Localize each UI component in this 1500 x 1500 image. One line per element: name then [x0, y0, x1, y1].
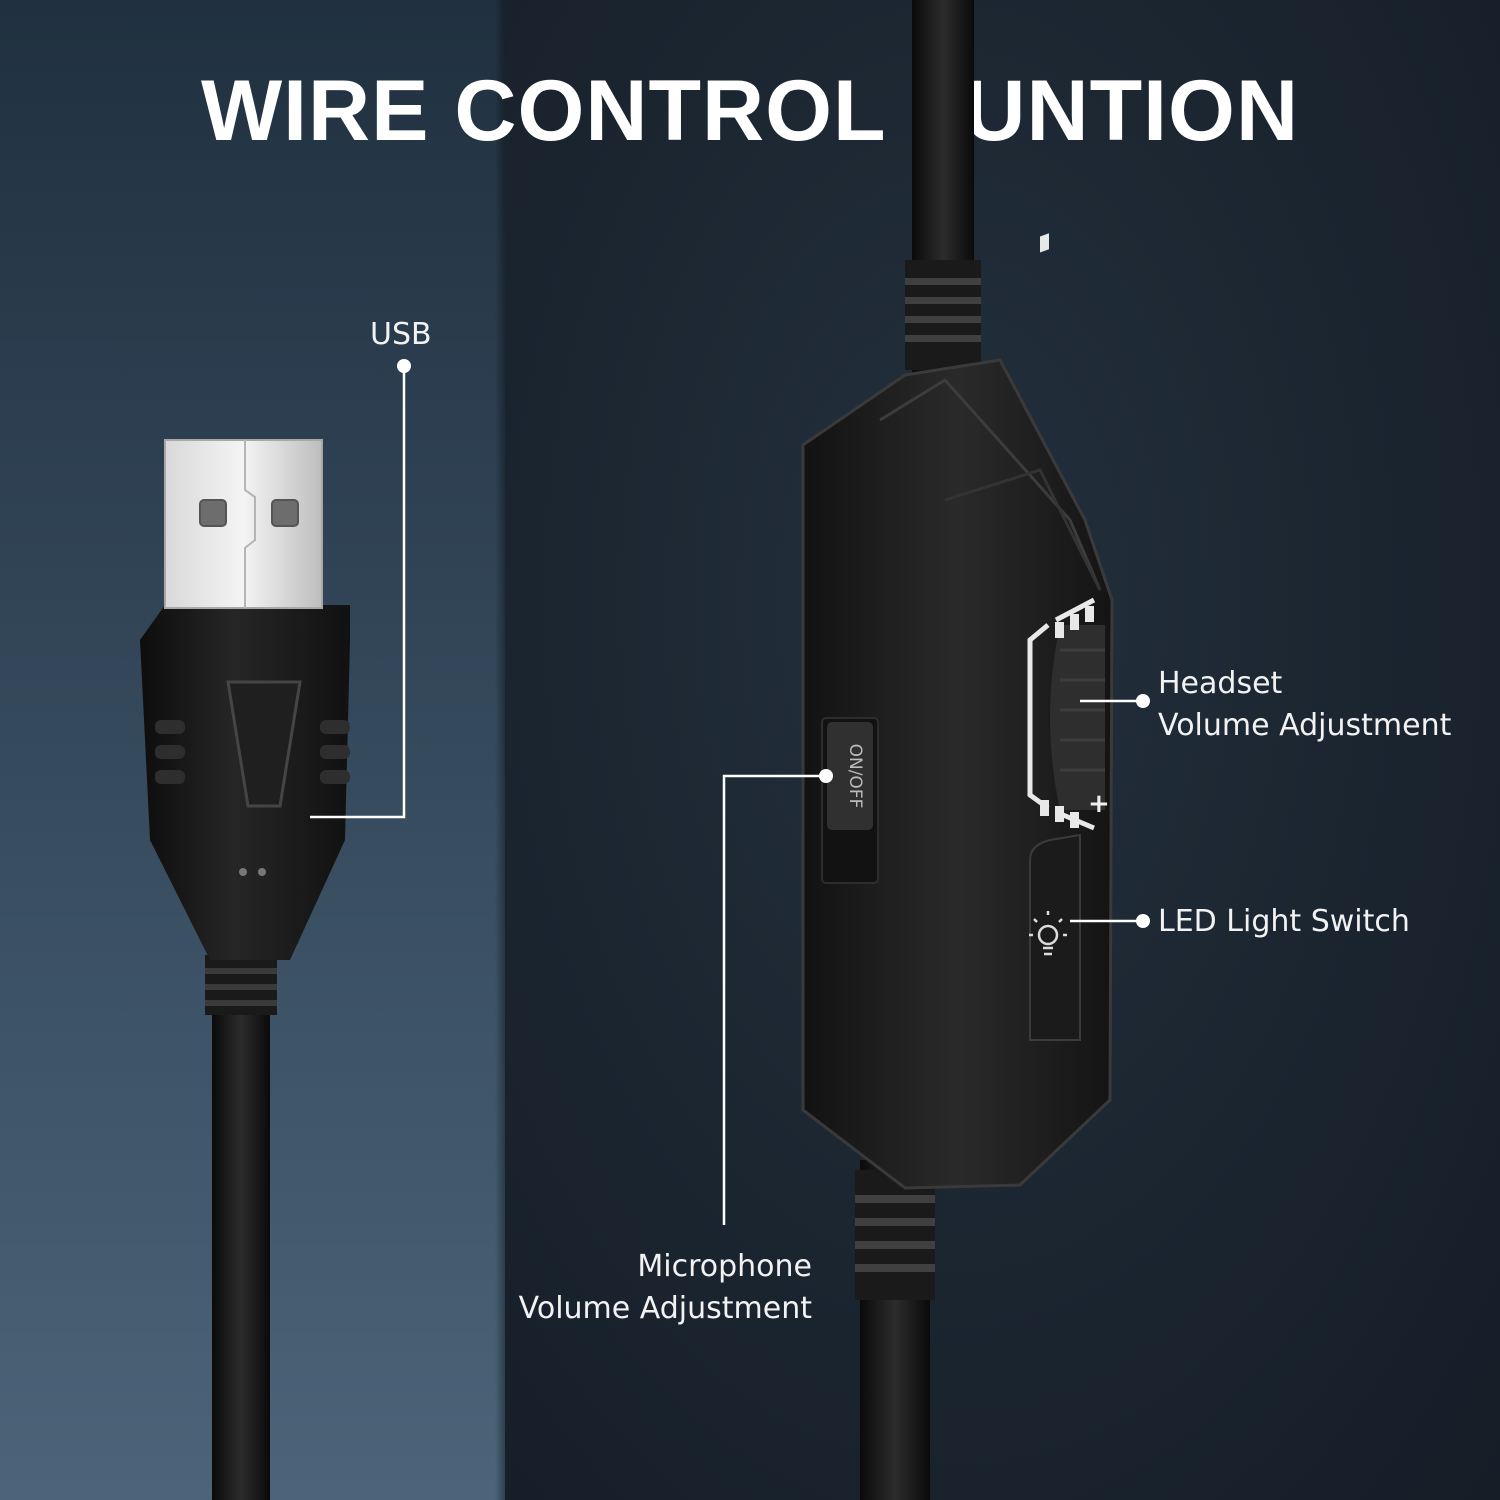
usb-cable — [212, 1000, 270, 1500]
usb-housing-panel — [226, 680, 302, 808]
usb-callout-dot — [397, 359, 411, 373]
mic-volume-label: Microphone Volume Adjustment — [508, 1246, 812, 1330]
usb-callout-line — [310, 366, 406, 819]
light-bulb-icon — [1029, 911, 1067, 956]
led-callout-dot — [1136, 914, 1150, 928]
page-title: WIRE CONTROL FUNTION — [200, 63, 1300, 159]
led-switch-label: LED Light Switch — [1158, 904, 1410, 939]
mic-on-off-switch[interactable]: ON/OFF — [821, 717, 879, 884]
usb-strain-relief — [205, 955, 277, 1015]
headset-volume-label: Headset Volume Adjustment — [1158, 663, 1451, 747]
switch-marking: ON/OFF — [845, 744, 865, 809]
usb-label: USB — [370, 317, 432, 352]
headset-callout-dot — [1136, 694, 1150, 708]
mic-callout-dot — [819, 769, 833, 783]
headset-volume-wheel[interactable] — [1050, 625, 1105, 810]
mic-callout-line — [722, 774, 826, 1225]
led-light-button[interactable] — [1029, 833, 1081, 1041]
top-strain-relief — [905, 260, 981, 370]
bottom-strain-relief — [855, 1170, 935, 1300]
mic-label-line1: Microphone — [637, 1249, 812, 1284]
mic-label-line2: Volume Adjustment — [518, 1291, 812, 1326]
volume-level-bars — [1040, 233, 1094, 828]
plus-sign: + — [1088, 789, 1110, 819]
headset-label-line1: Headset — [1158, 666, 1283, 701]
headset-label-line2: Volume Adjustment — [1158, 708, 1452, 743]
inline-controller: ON/OFF — [801, 0, 1114, 1500]
usb-plug-hole — [271, 499, 299, 527]
usb-plug-hole — [199, 499, 227, 527]
usb-connector — [140, 439, 350, 1500]
